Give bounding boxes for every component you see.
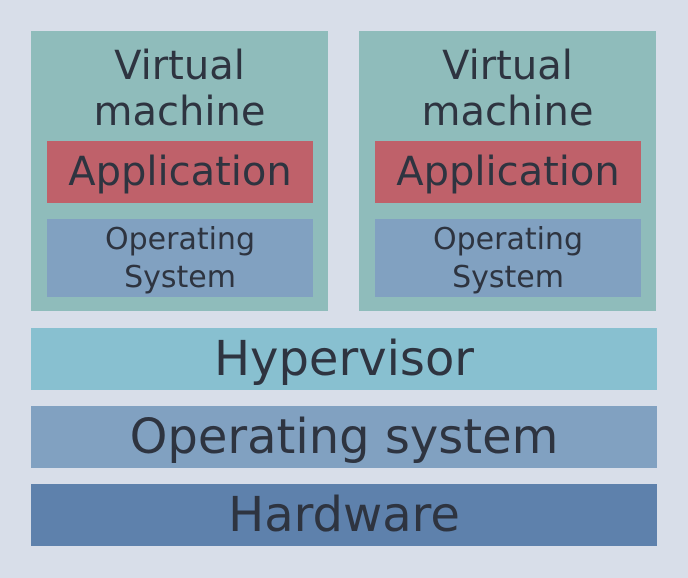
- host-operating-system-label: Operating system: [129, 409, 559, 465]
- guest-os-box: Operating System: [47, 219, 313, 297]
- virtual-machine-title: Virtual machine: [359, 43, 656, 135]
- host-operating-system-layer: Operating system: [31, 406, 657, 468]
- application-box: Application: [47, 141, 313, 203]
- application-label: Application: [68, 149, 292, 195]
- hypervisor-label: Hypervisor: [213, 331, 475, 387]
- hardware-label: Hardware: [228, 487, 460, 543]
- guest-os-label-line: Operating: [433, 222, 583, 257]
- virtual-machine-title: Virtual machine: [31, 43, 328, 135]
- vm-title-line: Virtual: [114, 43, 245, 89]
- guest-os-box: Operating System: [375, 219, 641, 297]
- hypervisor-layer: Hypervisor: [31, 328, 657, 390]
- guest-os-label-line: System: [124, 260, 236, 295]
- virtual-machine-box: Virtual machine Application Operating Sy…: [31, 31, 328, 311]
- guest-os-label-line: System: [452, 260, 564, 295]
- hardware-layer: Hardware: [31, 484, 657, 546]
- guest-os-label-line: Operating: [105, 222, 255, 257]
- vm-title-line: Virtual: [442, 43, 573, 89]
- vm-title-line: machine: [93, 89, 266, 135]
- application-label: Application: [396, 149, 620, 195]
- virtual-machine-box: Virtual machine Application Operating Sy…: [359, 31, 656, 311]
- vm-title-line: machine: [421, 89, 594, 135]
- application-box: Application: [375, 141, 641, 203]
